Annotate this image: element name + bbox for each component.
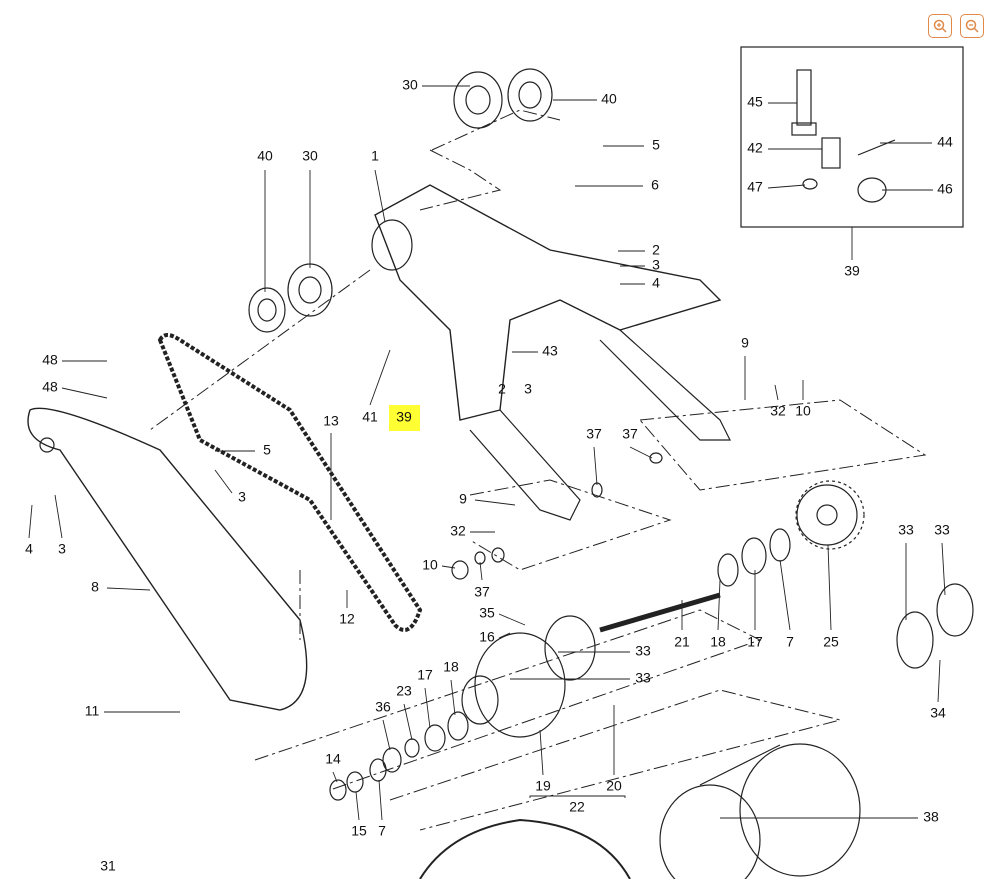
callout-label[interactable]: 47 [747,179,763,195]
callout-label[interactable]: 36 [375,699,391,715]
callout-label[interactable]: 17 [747,634,763,650]
callout-label[interactable]: 18 [443,659,459,675]
callout-label[interactable]: 3 [652,257,660,273]
chain [157,333,423,632]
callout-label[interactable]: 30 [402,77,418,93]
callout-label-highlighted[interactable]: 39 [396,409,412,425]
main-arm [374,184,722,421]
callout-label[interactable]: 10 [795,403,811,419]
callout-label[interactable]: 11 [85,703,100,719]
callout-label[interactable]: 1 [371,148,379,164]
callout-label[interactable]: 15 [351,823,367,839]
callout-label[interactable]: 44 [937,134,953,150]
callout-label[interactable]: 48 [42,379,58,395]
callout-label[interactable]: 17 [417,667,433,683]
callout-label[interactable]: 34 [930,705,946,721]
callout-label[interactable]: 18 [710,634,726,650]
callout-label[interactable]: 9 [741,335,749,351]
callout-label[interactable]: 42 [747,140,763,156]
callout-label[interactable]: 4 [25,541,33,557]
callout-label[interactable]: 30 [302,148,318,164]
callout-label[interactable]: 48 [42,352,58,368]
callout-label[interactable]: 33 [635,670,651,686]
callout-label[interactable]: 37 [586,426,602,442]
callout-label[interactable]: 31 [100,858,116,874]
callout-label[interactable]: 5 [652,137,660,153]
callout-label[interactable]: 37 [474,584,490,600]
callout-label[interactable]: 39 [844,263,860,279]
callout-label[interactable]: 37 [622,426,638,442]
callout-label[interactable]: 23 [396,683,412,699]
callout-label[interactable]: 12 [339,611,355,627]
callout-label[interactable]: 3 [238,489,246,505]
callout-label[interactable]: 4 [652,275,660,291]
callout-label[interactable]: 3 [58,541,66,557]
chain-guard [27,407,308,711]
callout-label[interactable]: 2 [652,242,660,258]
callout-label[interactable]: 7 [786,634,794,650]
callout-label[interactable]: 33 [898,522,914,538]
callout-label[interactable]: 41 [362,409,378,425]
callout-label[interactable]: 46 [937,181,953,197]
callout-label[interactable]: 14 [325,751,341,767]
callout-label[interactable]: 22 [569,799,585,815]
callout-label[interactable]: 5 [263,442,271,458]
callout-label[interactable]: 21 [674,634,690,650]
callout-label[interactable]: 8 [91,579,99,595]
callout-label[interactable]: 10 [422,557,438,573]
callout-label[interactable]: 25 [823,634,839,650]
highlight-marker [389,405,420,431]
callout-label[interactable]: 6 [651,177,659,193]
callout-label[interactable]: 13 [323,413,339,429]
detail-inset-frame [740,46,964,228]
callout-label[interactable]: 35 [479,605,495,621]
callout-label[interactable]: 2 [498,381,506,397]
callout-label[interactable]: 40 [601,91,617,107]
zoom-in-button[interactable] [928,14,952,38]
callout-label[interactable]: 38 [923,809,939,825]
callout-label[interactable]: 19 [535,778,551,794]
callout-label[interactable]: 43 [542,343,558,359]
callout-label[interactable]: 33 [934,522,950,538]
callout-label[interactable]: 40 [257,148,273,164]
callout-label[interactable]: 33 [635,643,651,659]
callout-label[interactable]: 9 [459,491,467,507]
callout-label[interactable]: 3 [524,381,532,397]
diagram-drawing [27,46,974,879]
callout-label[interactable]: 7 [378,823,386,839]
callout-label[interactable]: 32 [450,523,466,539]
zoom-out-button[interactable] [960,14,984,38]
callout-label[interactable]: 20 [606,778,622,794]
callout-label[interactable]: 45 [747,94,763,110]
callout-label[interactable]: 32 [770,403,786,419]
zoom-in-icon [933,19,947,33]
callout-label[interactable]: 16 [479,629,495,645]
zoom-out-icon [965,19,979,33]
